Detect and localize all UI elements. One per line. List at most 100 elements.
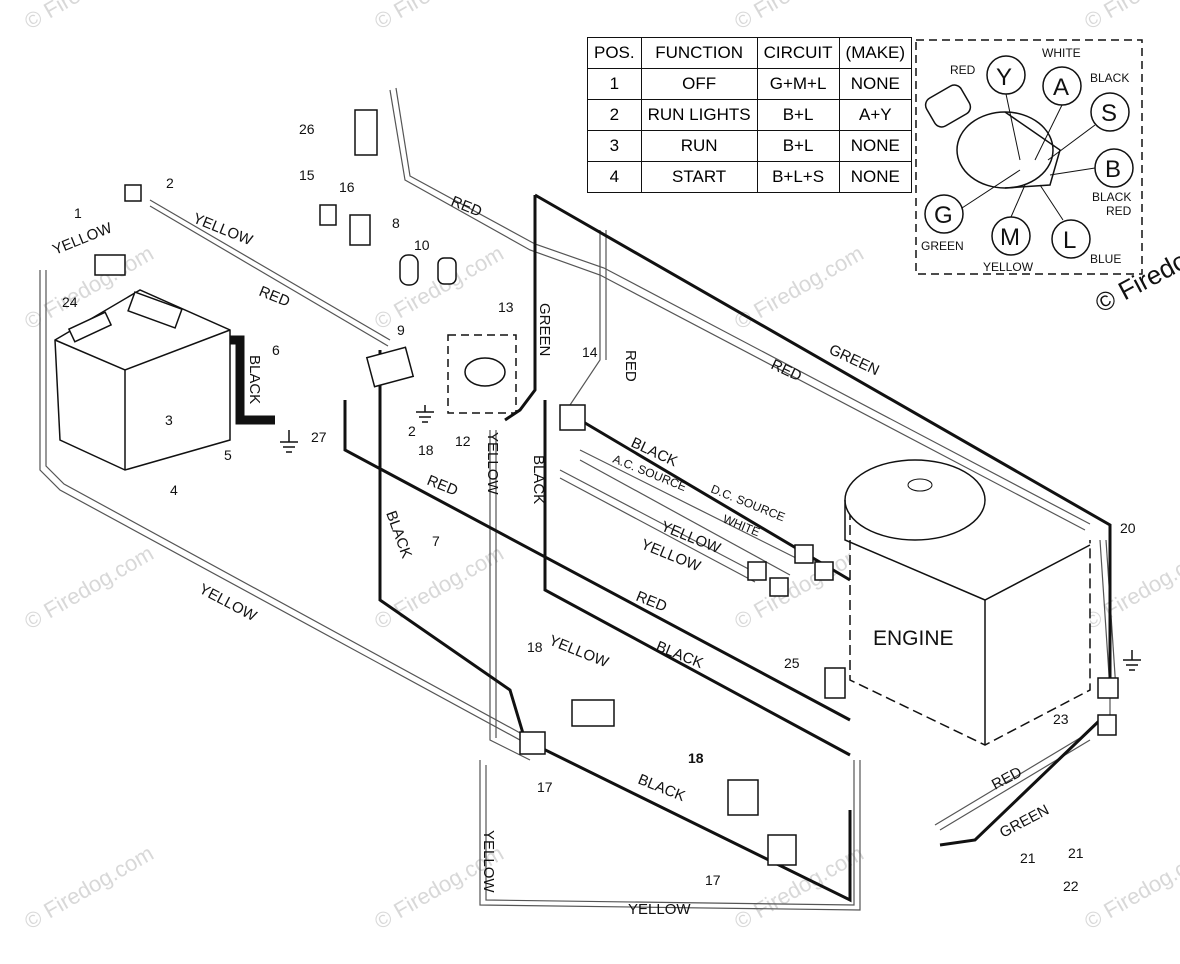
part-number: 16 bbox=[339, 179, 355, 195]
part-number: 5 bbox=[224, 447, 232, 463]
watermark: © Firedog.com bbox=[20, 0, 158, 34]
ground-symbols bbox=[280, 405, 1141, 671]
part-number: 13 bbox=[498, 299, 514, 315]
part-number: 2 bbox=[166, 175, 174, 191]
connectors bbox=[94, 109, 1119, 866]
wire-label-red: RED bbox=[634, 588, 670, 616]
table-cell: B+L bbox=[756, 99, 840, 131]
table-header-cell: (MAKE) bbox=[838, 37, 913, 69]
wire-label-yellow: YELLOW bbox=[547, 632, 612, 671]
part-numbers: 1 2 3 4 5 6 7 8 9 10 12 13 14 15 16 17 1… bbox=[62, 121, 1136, 894]
wire-label-black: BLACK bbox=[654, 638, 706, 672]
table-header-cell: POS. bbox=[587, 37, 642, 69]
part-number: 26 bbox=[299, 121, 315, 137]
terminal-color-red: RED bbox=[950, 63, 976, 77]
table-cell: 4 bbox=[587, 161, 642, 193]
table-cell: B+L bbox=[756, 130, 840, 162]
part-number: 3 bbox=[165, 412, 173, 428]
part-number: 7 bbox=[432, 533, 440, 549]
watermark: © Firedog.com bbox=[730, 0, 868, 34]
terminal-a: A bbox=[1053, 74, 1069, 101]
ignition-switch bbox=[464, 357, 506, 387]
terminal-color-white: WHITE bbox=[1042, 46, 1081, 60]
terminal-color-black: BLACK bbox=[1090, 71, 1129, 85]
table-cell: 1 bbox=[587, 68, 642, 100]
watermark: © Firedog.com bbox=[370, 240, 508, 334]
part-number: 14 bbox=[582, 344, 598, 360]
table-cell: RUN bbox=[640, 130, 758, 162]
terminal-color-black: BLACK bbox=[1092, 190, 1131, 204]
table-cell: A+Y bbox=[838, 99, 913, 131]
wire-label-black: BLACK bbox=[636, 771, 688, 805]
part-number: 10 bbox=[414, 237, 430, 253]
table-row: 3 RUN B+L NONE bbox=[587, 130, 913, 162]
table-cell: 3 bbox=[587, 130, 642, 162]
table-row: 4 START B+L+S NONE bbox=[587, 161, 913, 193]
part-number: 6 bbox=[272, 342, 280, 358]
wire-label-black: BLACK bbox=[246, 355, 263, 404]
terminal-color-red: RED bbox=[1106, 204, 1132, 218]
part-number: 4 bbox=[170, 482, 178, 498]
part-number: 8 bbox=[392, 215, 400, 231]
terminal-color-yellow: YELLOW bbox=[983, 260, 1034, 274]
part-number: 9 bbox=[397, 322, 405, 338]
part-number: 21 bbox=[1020, 850, 1036, 866]
wire-label-green: GREEN bbox=[536, 303, 553, 356]
ignition-switch-box bbox=[447, 334, 517, 414]
part-number: 15 bbox=[299, 167, 315, 183]
watermark: © Firedog.com bbox=[20, 540, 158, 634]
table-cell: NONE bbox=[838, 68, 913, 100]
wire-label-red: RED bbox=[989, 764, 1025, 794]
table-cell: START bbox=[640, 161, 758, 193]
wire-label-yellow: YELLOW bbox=[480, 830, 497, 893]
part-number: 23 bbox=[1053, 711, 1069, 727]
terminal-color-blue: BLUE bbox=[1090, 252, 1121, 266]
watermark: © Firedog.com bbox=[1080, 540, 1180, 634]
part-number: 18 bbox=[688, 750, 704, 766]
part-number: 1 bbox=[74, 205, 82, 221]
watermark: © Firedog.com bbox=[1080, 840, 1180, 934]
terminal-m: M bbox=[1000, 224, 1020, 251]
wire-label-yellow: YELLOW bbox=[628, 901, 691, 918]
wire-label-yellow: YELLOW bbox=[484, 432, 501, 495]
part-number: 24 bbox=[62, 294, 78, 310]
terminal-b: B bbox=[1105, 156, 1121, 183]
table-cell: NONE bbox=[838, 130, 913, 162]
watermark: © Firedog.com bbox=[370, 0, 508, 34]
table-row: 1 OFF G+M+L NONE bbox=[587, 68, 913, 100]
part-number: 22 bbox=[1063, 878, 1079, 894]
wire-label-yellow: YELLOW bbox=[50, 219, 115, 258]
table-cell: OFF bbox=[640, 68, 758, 100]
watermark: © Firedog.com bbox=[730, 840, 868, 934]
watermark: © Firedog.com bbox=[370, 540, 508, 634]
engine-label: ENGINE bbox=[873, 627, 954, 650]
watermark: © Firedog.com bbox=[20, 840, 158, 934]
table-cell: RUN LIGHTS bbox=[640, 99, 758, 131]
part-number: 12 bbox=[455, 433, 471, 449]
wire-label-black: BLACK bbox=[382, 509, 415, 561]
part-number: 18 bbox=[527, 639, 543, 655]
part-number: 17 bbox=[705, 872, 721, 888]
part-number: 21 bbox=[1068, 845, 1084, 861]
part-number: 20 bbox=[1120, 520, 1136, 536]
part-number: 2 bbox=[408, 423, 416, 439]
table-header-row: POS. FUNCTION CIRCUIT (MAKE) bbox=[587, 37, 913, 69]
terminal-g: G bbox=[934, 202, 953, 229]
watermark: © Firedog.com bbox=[1080, 0, 1180, 34]
part-number: 27 bbox=[311, 429, 327, 445]
terminal-s: S bbox=[1101, 100, 1117, 127]
part-number: 17 bbox=[537, 779, 553, 795]
switch-function-table: POS. FUNCTION CIRCUIT (MAKE) 1 OFF G+M+L… bbox=[587, 37, 913, 193]
wire-label-black: BLACK bbox=[530, 455, 547, 504]
table-header-cell: CIRCUIT bbox=[756, 37, 840, 69]
starter-solenoid bbox=[365, 346, 415, 388]
table-cell: 2 bbox=[587, 99, 642, 131]
switch-detail: Y A S B G M L RED WHITE BLACK BLACK RED … bbox=[915, 39, 1143, 275]
part-number: 18 bbox=[418, 442, 434, 458]
wire-label-green: GREEN bbox=[997, 801, 1052, 841]
terminal-y: Y bbox=[996, 64, 1012, 91]
wire-label-green: GREEN bbox=[826, 341, 882, 379]
wire-label-yellow: YELLOW bbox=[196, 581, 260, 626]
